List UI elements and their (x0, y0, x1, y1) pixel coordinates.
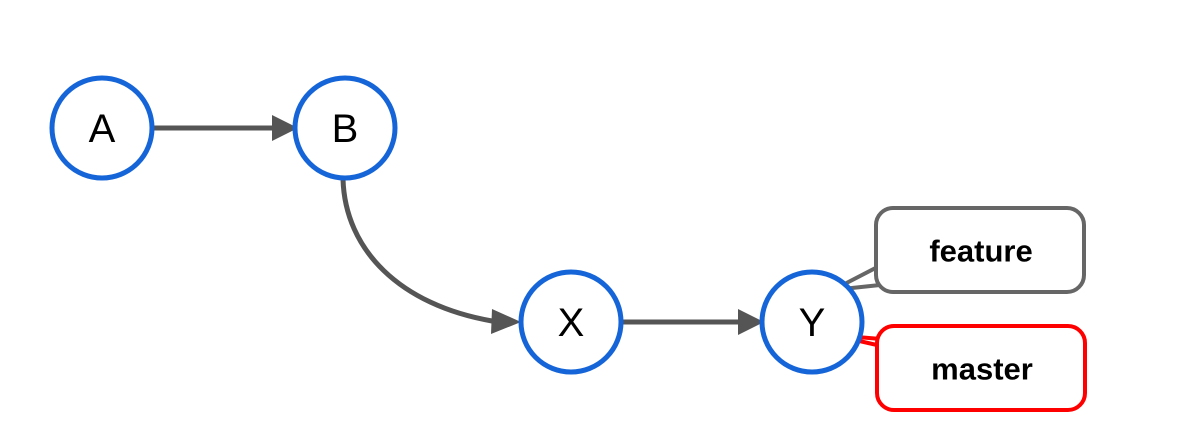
edge-a-to-b (152, 115, 298, 141)
edge-b-to-x-curve (340, 178, 493, 324)
callout-master-label: master (931, 352, 1033, 387)
node-x-circle (518, 269, 624, 375)
node-a-circle (49, 75, 155, 181)
callout-master[interactable]: master (832, 324, 1087, 412)
edge-a-to-b-arrowhead (272, 115, 298, 141)
node-y[interactable]: Y (759, 269, 865, 375)
callout-master-box (875, 324, 1087, 412)
callout-feature[interactable]: feature (832, 206, 1086, 294)
edge-x-to-y (622, 309, 764, 335)
node-b[interactable]: B (292, 75, 398, 181)
node-x[interactable]: X (518, 269, 624, 375)
node-y-label: Y (799, 301, 826, 345)
node-b-circle (292, 75, 398, 181)
node-y-circle (759, 269, 865, 375)
edge-x-to-y-arrowhead (738, 309, 764, 335)
callout-feature-label: feature (929, 234, 1032, 269)
node-b-label: B (332, 107, 359, 151)
edge-b-to-x (340, 178, 521, 334)
node-x-label: X (558, 301, 585, 345)
callout-feature-box (874, 206, 1086, 294)
edge-b-to-x-arrowhead (491, 309, 521, 334)
node-a-label: A (89, 107, 116, 151)
node-a[interactable]: A (49, 75, 155, 181)
